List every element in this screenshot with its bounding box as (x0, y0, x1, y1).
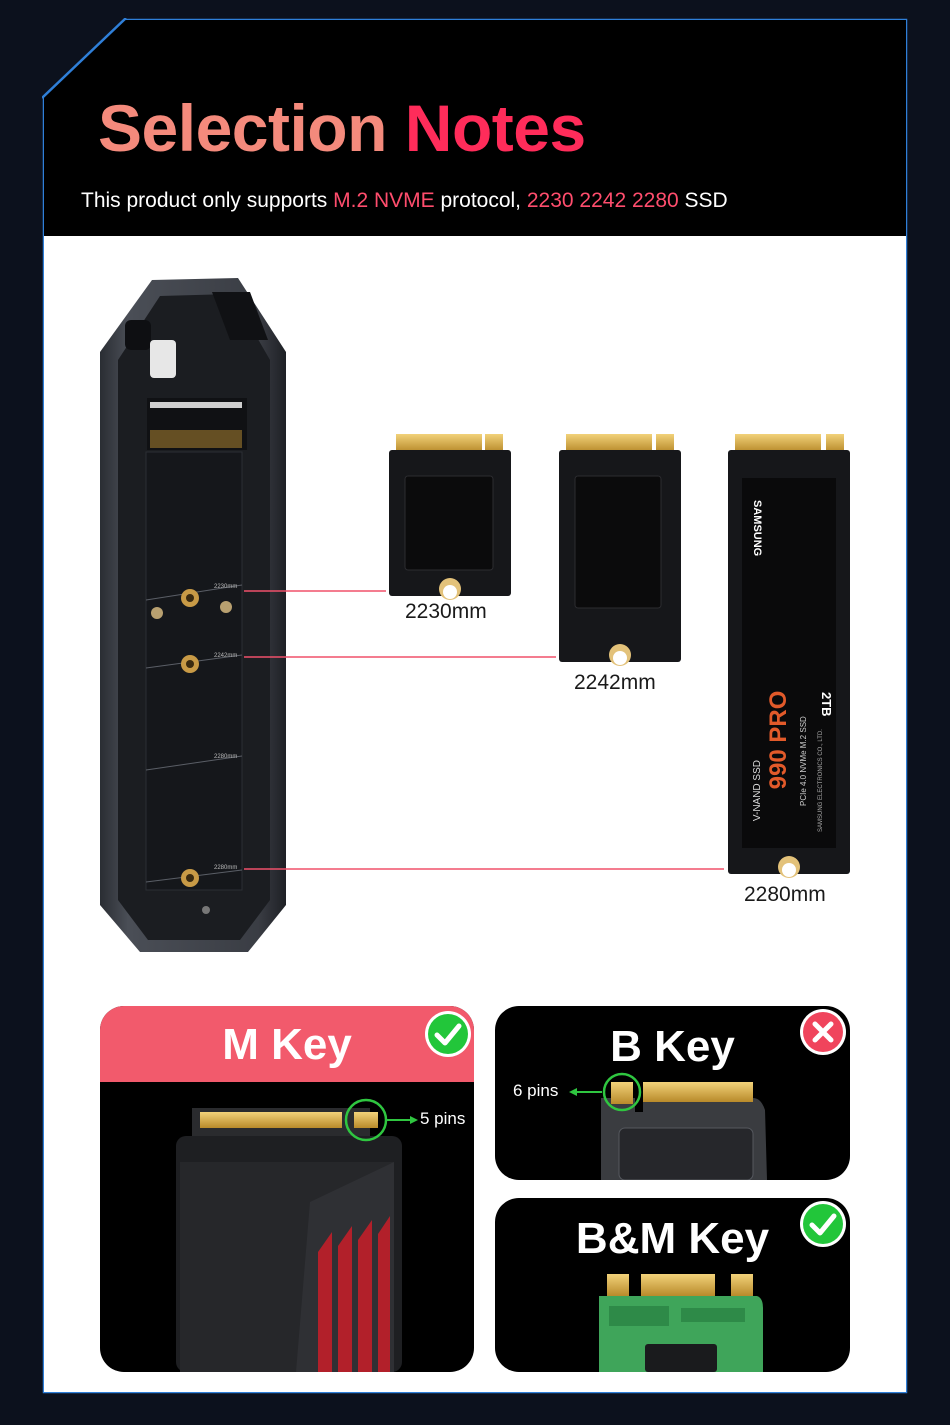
ssd-line1: V-NAND SSD (752, 760, 763, 821)
header (42, 18, 906, 236)
m-key-illustration (176, 1098, 418, 1372)
product-illustration: 2230mm 2242mm 2280mm 2280mm SAM (100, 278, 850, 952)
m-key-title: M Key (222, 1020, 352, 1069)
ssd-line3: SAMSUNG ELECTRONICS CO., LTD. (818, 729, 824, 832)
enclosure-mark-2280a: 2280mm (214, 754, 237, 760)
title-word-notes: Notes (404, 91, 586, 165)
m-key-check-icon (425, 1011, 471, 1057)
page-title: Selection Notes (98, 88, 586, 168)
bm-key-illustration (599, 1274, 763, 1372)
m-key-header (100, 1006, 474, 1082)
ssd-model: 990 PRO (765, 691, 792, 790)
subtitle: This product only supports M.2 NVME prot… (81, 186, 728, 216)
m-key-card: M Key 5 pins (100, 1006, 474, 1372)
bm-key-check-icon (800, 1201, 846, 1247)
subtitle-text-2: protocol, (434, 189, 527, 212)
size-label-2242: 2242mm (574, 671, 656, 694)
bm-key-title: B&M Key (575, 1214, 770, 1263)
enclosure-mark-2280b: 2280mm (214, 865, 237, 871)
enclosure: 2230mm 2242mm 2280mm 2280mm (100, 278, 286, 952)
size-label-2230: 2230mm (405, 600, 487, 623)
b-key-pins: 6 pins (513, 1081, 559, 1100)
ssd-line2: PCIe 4.0 NVMe M.2 SSD (799, 716, 808, 806)
bm-key-card: B&M Key (495, 1198, 850, 1372)
ssd-2230 (389, 434, 511, 600)
b-key-cross-icon (800, 1009, 846, 1055)
b-key-title: B Key (610, 1022, 735, 1071)
subtitle-protocol: M.2 NVME (333, 189, 435, 212)
size-label-2280: 2280mm (744, 883, 826, 906)
ssd-2280: SAMSUNG 2TB V-NAND SSD 990 PRO PCIe 4.0 … (728, 434, 850, 878)
title-word-selection: Selection (98, 91, 387, 165)
m-key-pins: 5 pins (420, 1109, 466, 1128)
ssd-capacity: 2TB (819, 692, 834, 717)
ssd-2242 (559, 434, 681, 666)
b-key-illustration (569, 1072, 767, 1180)
subtitle-text-3: SSD (678, 189, 728, 212)
subtitle-sizes: 2230 2242 2280 (526, 189, 679, 212)
ssd-brand: SAMSUNG (751, 500, 763, 556)
subtitle-text-1: This product only supports (81, 189, 334, 212)
b-key-card: B Key 6 pins (495, 1006, 850, 1180)
enclosure-mark-2242: 2242mm (214, 653, 237, 659)
header-corner (42, 18, 127, 99)
enclosure-mark-2230: 2230mm (214, 584, 237, 590)
